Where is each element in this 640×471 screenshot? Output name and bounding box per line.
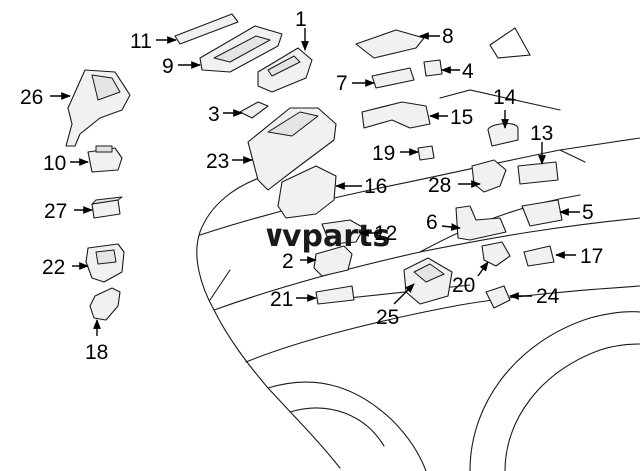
callout-9: 9 xyxy=(162,55,174,78)
part-26-bracket xyxy=(65,69,131,147)
callout-20: 20 xyxy=(452,274,475,297)
part-18-bracket xyxy=(89,287,121,321)
callout-11: 11 xyxy=(130,30,152,53)
callout-16: 16 xyxy=(364,175,387,198)
callout-12: 12 xyxy=(374,222,397,245)
leader-6 xyxy=(441,223,461,231)
part-2-cover xyxy=(313,245,353,277)
part-17-bracket xyxy=(523,245,555,267)
callout-6: 6 xyxy=(426,211,438,234)
callout-7: 7 xyxy=(336,72,348,95)
callout-28: 28 xyxy=(428,174,451,197)
callout-18: 18 xyxy=(85,341,108,364)
callout-22: 22 xyxy=(42,256,65,279)
part-21-bracket xyxy=(315,285,355,305)
callout-19: 19 xyxy=(372,142,395,165)
part-15-bracket xyxy=(361,101,431,129)
part-6-bracket xyxy=(455,205,507,241)
callout-4: 4 xyxy=(462,60,474,83)
part-20-bracket xyxy=(481,241,511,267)
part-24-connector xyxy=(485,285,511,309)
part-8-cover xyxy=(355,29,425,59)
part-7-relay xyxy=(371,67,415,89)
part-14-relay xyxy=(487,122,519,147)
leader-20 xyxy=(477,261,489,277)
callout-14: 14 xyxy=(493,86,517,109)
part-9-cover xyxy=(199,25,283,73)
callout-24: 24 xyxy=(536,285,560,308)
callout-5: 5 xyxy=(582,201,594,224)
callout-23: 23 xyxy=(206,150,229,173)
part-11-cover xyxy=(174,13,239,45)
vparts-watermark: ∨ vparts xyxy=(262,219,390,254)
part-3-clip xyxy=(239,101,269,119)
callout-26: 26 xyxy=(20,86,43,109)
callout-3: 3 xyxy=(208,103,220,126)
callout-10: 10 xyxy=(43,152,66,175)
callout-1: 1 xyxy=(295,8,307,31)
part-13-fuse xyxy=(517,161,559,185)
part-19-relay xyxy=(417,145,435,161)
watermark-prefix: ∨ xyxy=(262,219,286,254)
callout-13: 13 xyxy=(530,122,553,145)
part-16-cover xyxy=(277,165,337,219)
part-23-box xyxy=(247,107,337,191)
callout-8: 8 xyxy=(442,25,454,48)
callout-21: 21 xyxy=(270,288,293,311)
part-22-holder xyxy=(85,243,125,283)
part-5-relay xyxy=(521,199,563,227)
callout-leaders xyxy=(50,28,580,336)
part-25-module xyxy=(403,257,453,305)
part-27-relay xyxy=(91,196,123,219)
part-1-box xyxy=(257,47,313,93)
callout-17: 17 xyxy=(580,245,603,268)
callout-27: 27 xyxy=(44,200,67,223)
leader-25 xyxy=(393,283,415,305)
watermark-text: vparts xyxy=(282,219,390,254)
callout-2: 2 xyxy=(282,250,294,273)
callout-numbers: 1 2 3 4 5 6 7 8 9 10 11 12 13 14 15 16 1… xyxy=(20,8,603,364)
part-10-relay xyxy=(87,145,123,173)
callout-15: 15 xyxy=(450,106,473,129)
callout-25: 25 xyxy=(376,306,399,329)
part-28-module xyxy=(471,159,507,193)
part-4-relay xyxy=(423,59,443,77)
